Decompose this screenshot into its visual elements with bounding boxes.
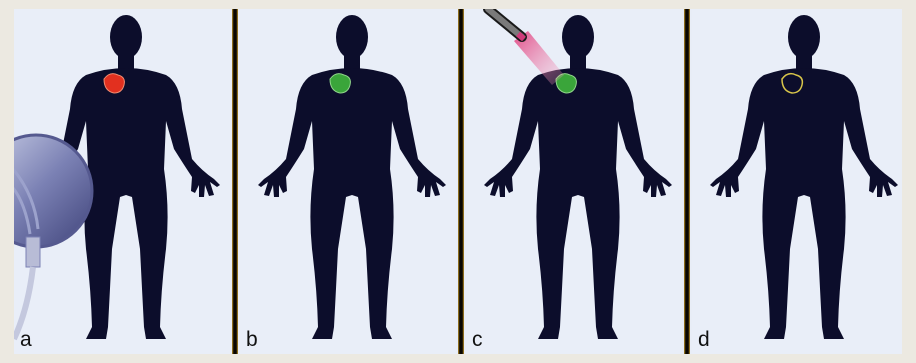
lesion-black [782,74,802,93]
ultrasound-probe-icon [14,135,92,339]
panel-divider [684,9,690,354]
panel-a: a [14,9,230,354]
panel-label-d: d [698,329,710,350]
laser-fiber-icon [488,9,564,85]
panel-label-c: c [472,329,483,350]
panel-label-a: a [20,329,32,350]
panel-label-b: b [246,329,258,350]
figure-frame: a b c d [14,9,902,354]
human-silhouette [692,9,902,354]
human-silhouette [466,9,682,354]
panel-c: c [466,9,682,354]
panel-d: d [692,9,902,354]
panel-b: b [240,9,456,354]
panel-divider [232,9,238,354]
human-silhouette [14,9,230,354]
panel-divider [458,9,464,354]
human-silhouette [240,9,456,354]
